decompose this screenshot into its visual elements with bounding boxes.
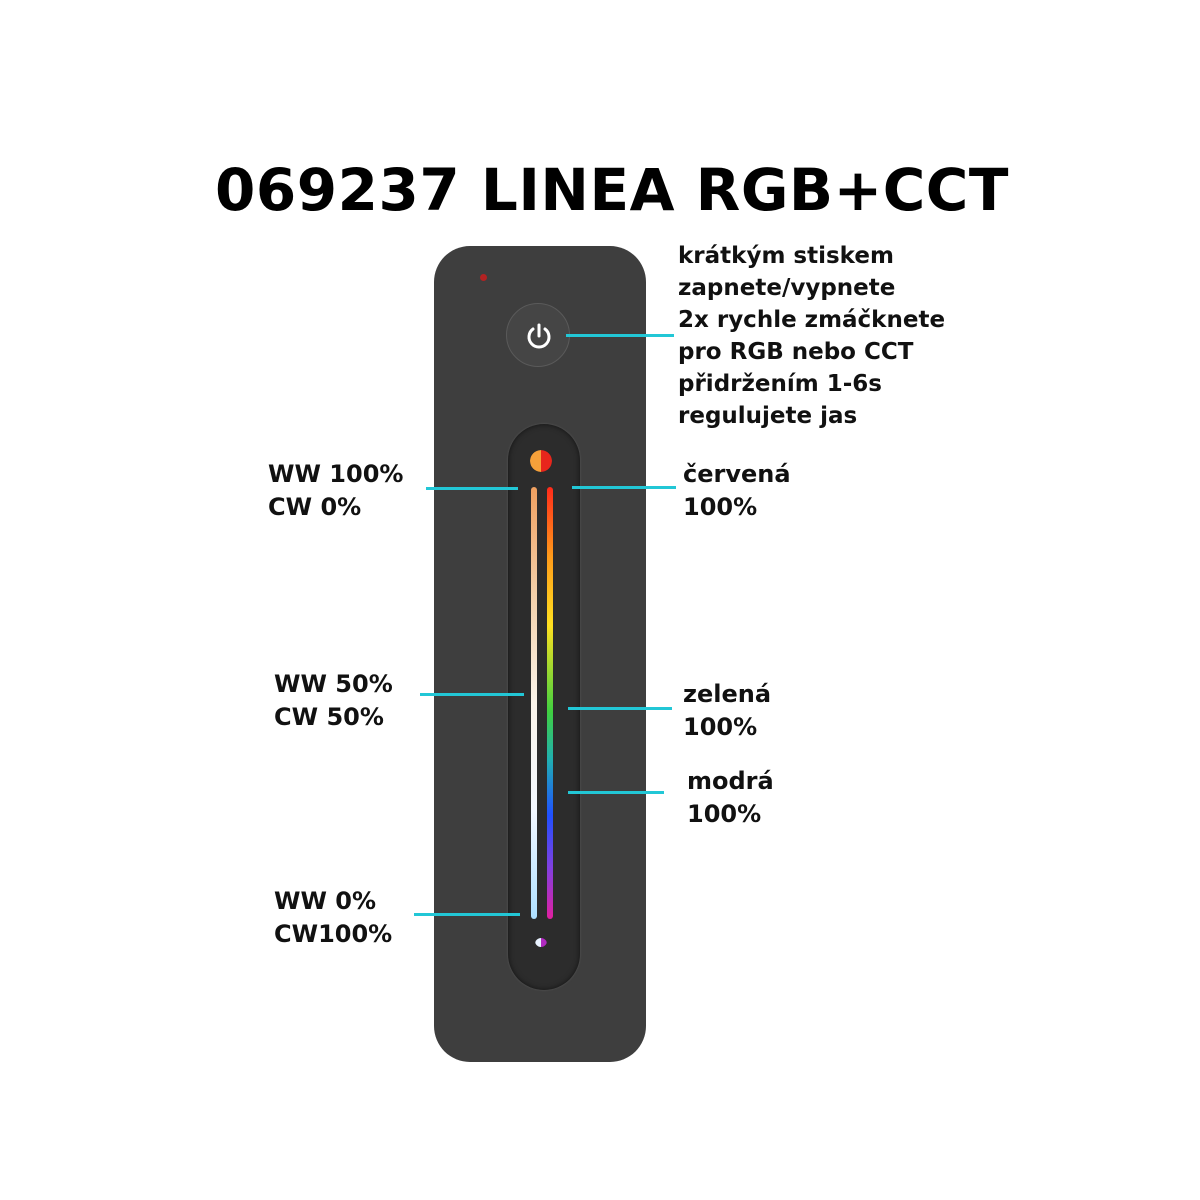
- leader-line-blue: [568, 791, 664, 794]
- leader-line-ww50: [420, 693, 524, 696]
- label-line: CW 50%: [274, 703, 384, 731]
- diagram-title: 069237 LINEA RGB+CCT: [215, 156, 1009, 224]
- leader-line-green: [568, 707, 672, 710]
- power-description-line: pro RGB nebo CCT: [678, 339, 914, 365]
- label-line: WW 100%: [268, 460, 404, 488]
- power-description-line: zapnete/vypnete: [678, 275, 896, 301]
- label-ww100-cw0: WW 100% CW 0%: [268, 458, 403, 524]
- label-line: CW100%: [274, 920, 393, 948]
- leader-line-red: [572, 486, 676, 489]
- power-icon: [527, 323, 551, 349]
- power-button[interactable]: [506, 303, 570, 367]
- warm-rgb-indicator-icon: [530, 450, 552, 472]
- power-description-line: krátkým stiskem: [678, 243, 894, 269]
- power-description-line: přidržením 1-6s: [678, 371, 882, 397]
- label-line: 100%: [683, 493, 758, 521]
- cool-indicator-icon: [535, 935, 547, 947]
- rgb-gradient-bar[interactable]: [547, 487, 553, 919]
- label-ww50-cw50: WW 50% CW 50%: [274, 668, 393, 734]
- status-led: [480, 274, 487, 281]
- label-line: WW 0%: [274, 887, 377, 915]
- leader-line-ww0: [414, 913, 520, 916]
- cct-gradient-bar[interactable]: [531, 487, 537, 919]
- label-line: 100%: [683, 713, 758, 741]
- label-line: červená: [683, 460, 791, 488]
- power-description: krátkým stiskem zapnete/vypnete 2x rychl…: [678, 240, 945, 432]
- label-line: WW 50%: [274, 670, 393, 698]
- label-line: CW 0%: [268, 493, 362, 521]
- leader-line-power: [566, 334, 674, 337]
- label-green: zelená 100%: [683, 678, 771, 744]
- power-description-line: 2x rychle zmáčknete: [678, 307, 946, 333]
- label-line: 100%: [687, 800, 762, 828]
- label-red: červená 100%: [683, 458, 791, 524]
- label-blue: modrá 100%: [687, 765, 774, 831]
- label-ww0-cw100: WW 0% CW100%: [274, 885, 392, 951]
- label-line: zelená: [683, 680, 772, 708]
- leader-line-ww100: [426, 487, 518, 490]
- power-description-line: regulujete jas: [678, 403, 858, 429]
- label-line: modrá: [687, 767, 774, 795]
